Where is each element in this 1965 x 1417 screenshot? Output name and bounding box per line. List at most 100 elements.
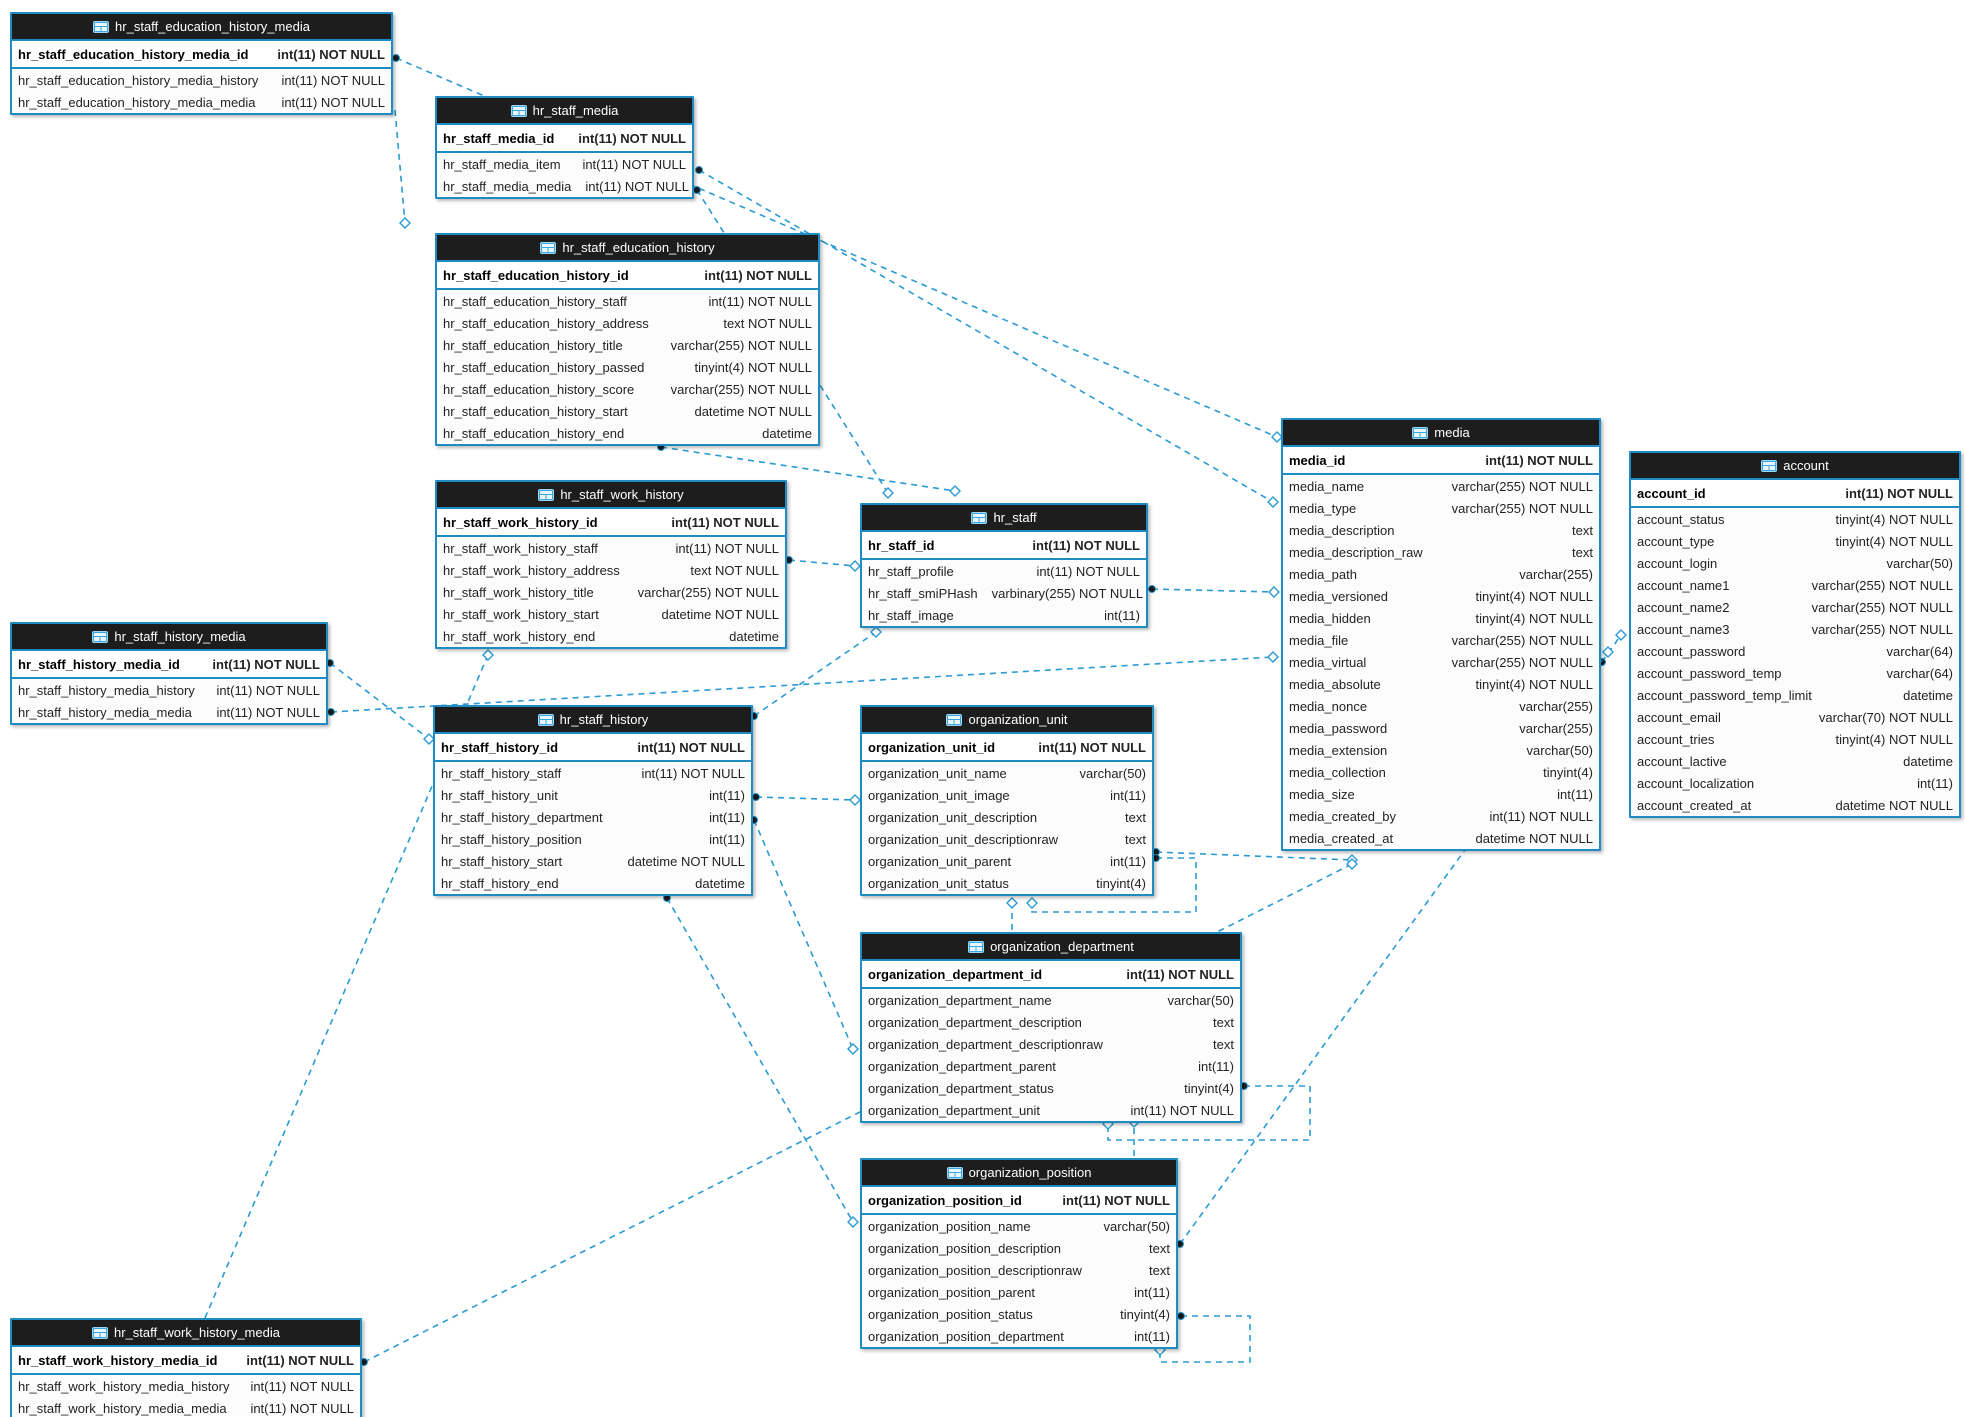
table-header[interactable]: account [1631,453,1959,480]
relationship-line[interactable] [753,819,854,1050]
relationship-line[interactable] [1601,634,1622,663]
relationship-line[interactable] [394,109,406,224]
table-header[interactable]: hr_staff [862,505,1146,532]
column-row[interactable]: hr_staff_education_history_media_history… [12,69,391,91]
relationship-line[interactable] [1155,851,1353,861]
table-header[interactable]: hr_staff_media [437,98,692,125]
table-header[interactable]: organization_department [862,934,1240,961]
relationship-line[interactable] [1159,1315,1251,1363]
relationship-line[interactable] [330,656,1274,713]
table-hr_staff_education_history[interactable]: hr_staff_education_history hr_staff_educa… [435,233,820,446]
table-header[interactable]: organization_position [862,1160,1176,1187]
relationship-line[interactable] [788,559,856,567]
relationship-line[interactable] [1031,857,1197,913]
relationship-line[interactable] [753,631,877,717]
table-organization_position[interactable]: organization_position organization_positi… [860,1158,1178,1349]
table-header[interactable]: hr_staff_work_history [437,482,785,509]
table-header[interactable]: media [1283,420,1599,447]
relationship-line[interactable] [660,446,956,492]
relationship-line[interactable] [1151,588,1275,593]
table-header[interactable]: hr_staff_history [435,707,751,734]
table-header[interactable]: hr_staff_education_history [437,235,818,262]
table-header[interactable]: hr_staff_education_history_media [12,14,391,41]
relationship-line[interactable] [755,796,856,801]
